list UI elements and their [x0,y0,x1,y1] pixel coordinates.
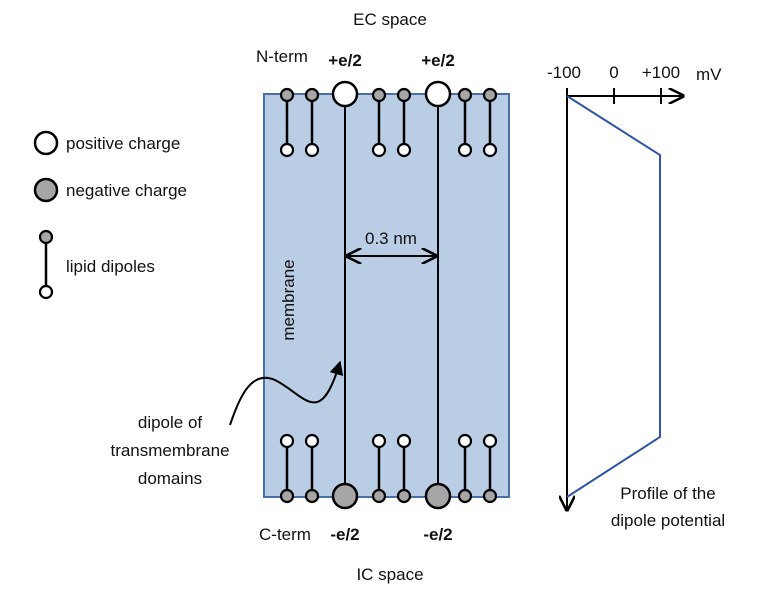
lipid-dipole-icon-head [38,229,54,245]
lipid-tail [396,142,412,158]
lipid-head [371,488,387,504]
lipid-tail [279,142,295,158]
ic-space-label: IC space [356,565,423,584]
positive-charge-1 [331,80,359,108]
tick-label: -100 [547,63,581,82]
unit-label: mV [696,65,722,84]
potential-profile-line [566,95,661,498]
legend-lipid: lipid dipoles [66,257,155,276]
ec-space-label: EC space [353,10,427,29]
legend: positive charge negative charge lipid di… [33,130,187,300]
profile-caption-line2: dipole potential [611,511,725,530]
lipid-head [279,488,295,504]
plus-charge-label-1: +e/2 [328,51,362,70]
lipid-tail [482,433,498,449]
lipid-head [457,87,473,103]
lipid-head [482,87,498,103]
lipid-tail [371,433,387,449]
lipid-head [371,87,387,103]
positive-charge-2 [424,80,452,108]
lipid-head [396,488,412,504]
dipole-potential-profile: -100 0 +100 mV Profile of the dipole pot… [547,63,725,530]
dipole-label-line1: dipole of [138,413,203,432]
distance-label: 0.3 nm [365,229,417,248]
lipid-dipoles [279,87,498,504]
lipid-tail [304,433,320,449]
membrane [263,93,510,498]
lipid-head [396,87,412,103]
plus-charge-label-2: +e/2 [421,51,455,70]
lipid-tail [457,142,473,158]
negative-charge-1 [331,482,359,510]
lipid-dipole-icon-tail [38,284,54,300]
tick-label: 0 [609,63,618,82]
legend-positive: positive charge [66,134,180,153]
legend-negative: negative charge [66,181,187,200]
lipid-head [304,87,320,103]
lipid-tail [457,433,473,449]
negative-charge-2 [424,482,452,510]
profile-caption-line1: Profile of the [620,484,715,503]
dipole-pointer-arrow [229,360,344,426]
lipid-head [304,488,320,504]
positive-charge-icon [33,130,59,156]
c-term-label: C-term [259,525,311,544]
lipid-tail [371,142,387,158]
lipid-tail [304,142,320,158]
lipid-tail [396,433,412,449]
minus-charge-label-1: -e/2 [330,525,359,544]
negative-charge-icon [33,177,59,203]
lipid-tail [482,142,498,158]
lipid-head [279,87,295,103]
tick-label: +100 [642,63,680,82]
dipole-label-line3: domains [138,469,202,488]
lipid-head [457,488,473,504]
n-term-label: N-term [256,47,308,66]
lipid-tail [279,433,295,449]
lipid-head [482,488,498,504]
minus-charge-label-2: -e/2 [423,525,452,544]
dipole-label-line2: transmembrane [110,441,229,460]
membrane-label: membrane [279,259,298,340]
